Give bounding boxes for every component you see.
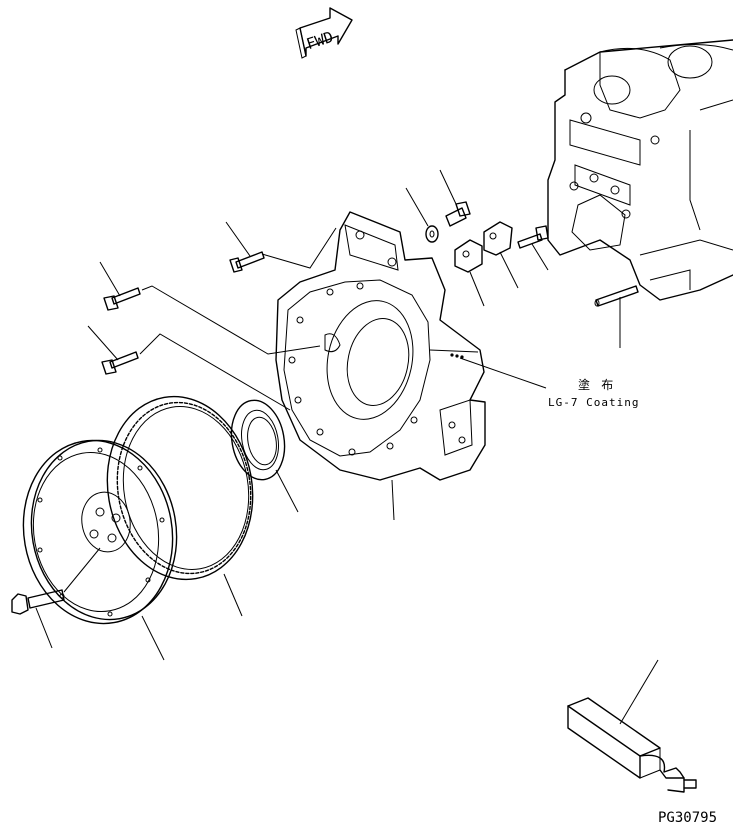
bolt-upper — [225, 221, 337, 273]
special-tool — [567, 659, 697, 793]
engine-block — [547, 39, 733, 301]
bolt-lower — [87, 325, 291, 411]
flywheel-bolt — [11, 547, 101, 649]
washer — [405, 187, 439, 243]
cover-gasket — [454, 239, 485, 307]
cover-bolt — [517, 225, 549, 271]
cover-plate — [483, 221, 519, 289]
flywheel — [22, 439, 178, 661]
dowel-pin — [594, 285, 639, 348]
plug — [439, 169, 471, 227]
flywheel-housing — [275, 211, 486, 521]
fwd-label: FWD — [304, 28, 335, 53]
coating-marker — [450, 353, 547, 389]
figure-code: PG30795 — [658, 810, 718, 826]
coating-label-jp: 塗 布 — [578, 378, 616, 392]
oil-seal — [230, 399, 299, 513]
bolt-middle — [99, 261, 321, 355]
fwd-arrow-icon: FWD — [295, 7, 353, 59]
coating-label-en: LG-7 Coating — [548, 396, 640, 409]
ring-gear — [106, 395, 254, 617]
